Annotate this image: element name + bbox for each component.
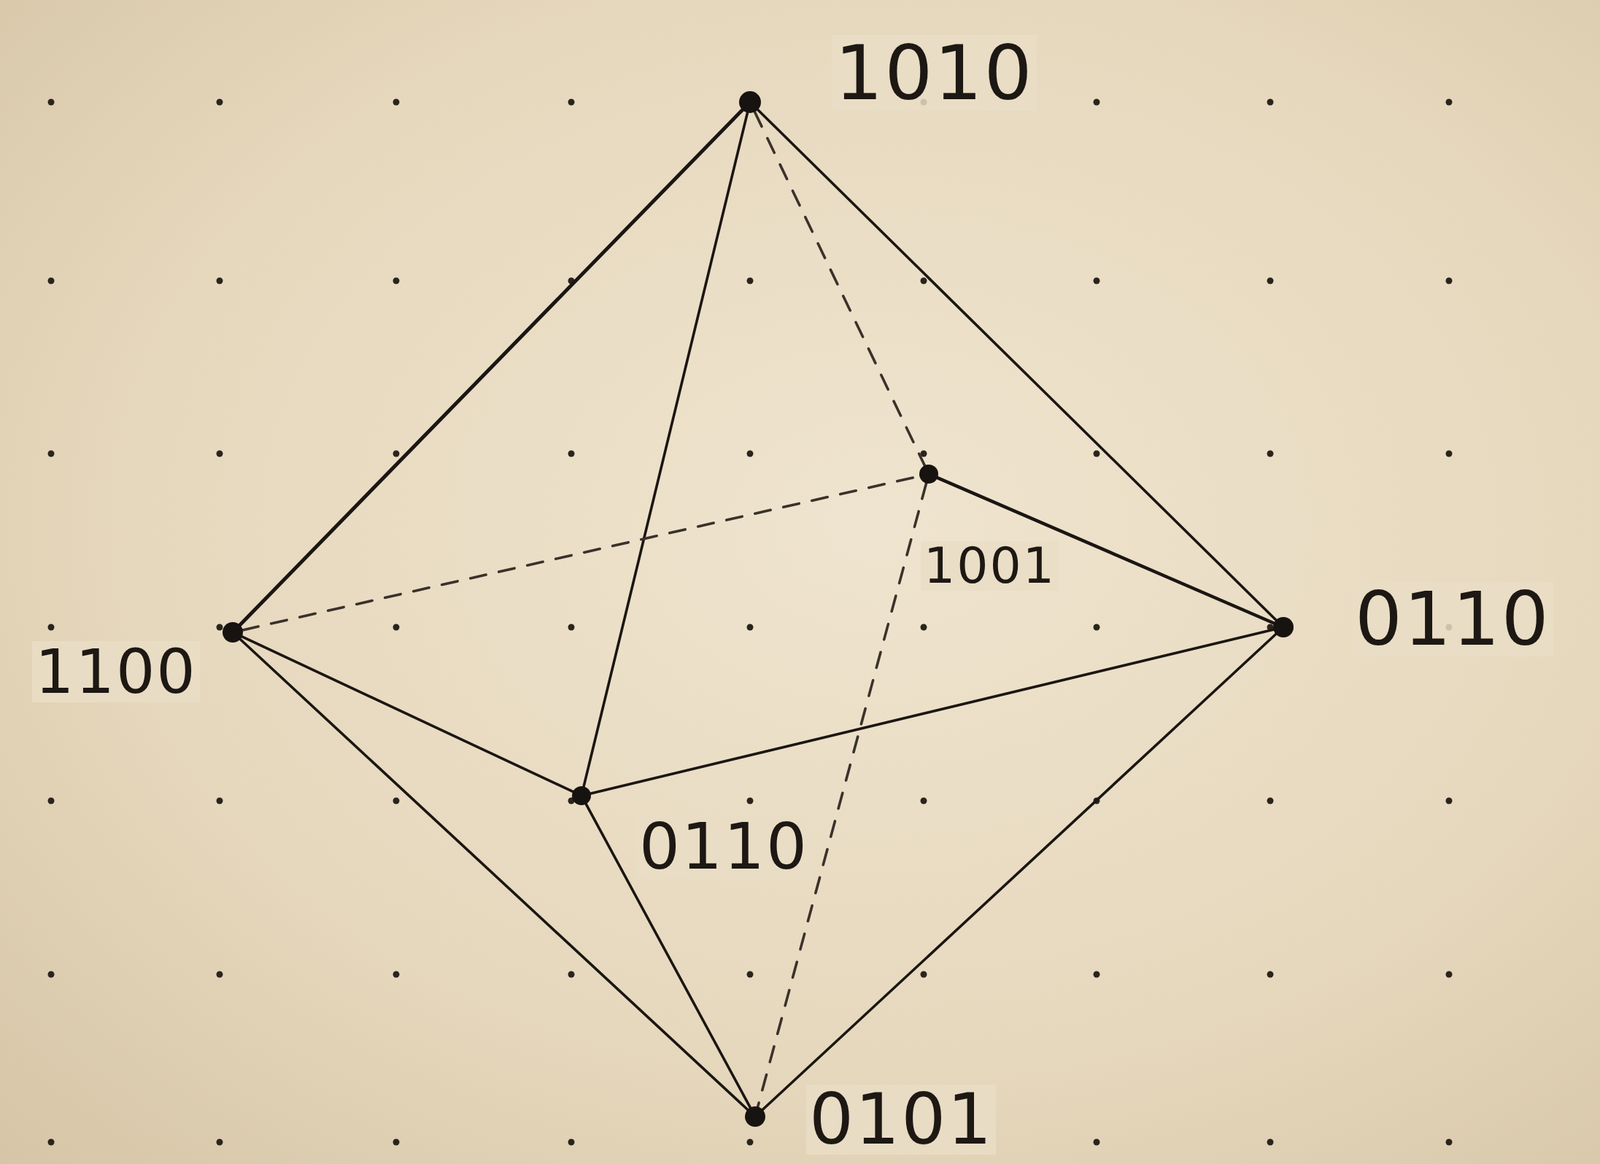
grid-dot	[920, 277, 928, 285]
grid-dot	[48, 624, 55, 632]
grid-dot	[216, 277, 224, 285]
vertex-label: 0101	[806, 1084, 996, 1155]
grid-dot	[48, 1139, 55, 1147]
grid-dot	[1267, 277, 1274, 285]
vertex-dot: 1100	[222, 622, 243, 643]
grid-dot	[1093, 277, 1101, 285]
grid-dot	[48, 99, 55, 106]
octahedron-edge	[242, 636, 574, 793]
vertex-label: 1100	[32, 641, 200, 703]
hidden-edge	[242, 476, 921, 631]
vertex-dot: 0101	[744, 1106, 766, 1128]
grid-dot	[568, 450, 575, 458]
grid-dot	[1267, 798, 1274, 805]
grid-dot	[216, 99, 224, 106]
grid-dot	[568, 1139, 575, 1147]
grid-dot	[568, 99, 575, 106]
vertex-label: 1001	[920, 541, 1059, 591]
vertex-dot: 1010	[739, 91, 761, 114]
grid-dot	[568, 624, 575, 632]
grid-dot	[1093, 99, 1101, 106]
grid-dot	[1093, 1139, 1101, 1147]
vertex-dot: 1001	[919, 464, 939, 484]
grid-dot	[216, 971, 224, 979]
grid-dot	[568, 971, 575, 979]
grid-dot	[1446, 971, 1453, 979]
grid-dot	[747, 450, 754, 458]
hidden-edge	[758, 483, 927, 1108]
grid-dot	[1267, 450, 1274, 458]
octahedron-edge	[240, 110, 743, 626]
vertex-label: 1010	[831, 35, 1037, 111]
grid-dot	[393, 277, 400, 285]
grid-dot	[1446, 277, 1453, 285]
octahedron-edge	[758, 110, 1277, 621]
octahedron-edge	[590, 629, 1274, 794]
octahedron-edge	[762, 634, 1276, 1111]
grid-dot	[920, 624, 928, 632]
grid-dot	[1446, 99, 1453, 106]
grid-dot	[1267, 99, 1274, 106]
grid-dot	[393, 1139, 400, 1147]
grid-dot	[1446, 1139, 1453, 1147]
grid-dot	[1446, 798, 1453, 805]
hidden-edge	[754, 112, 925, 467]
grid-dot	[920, 798, 928, 805]
grid-dot	[48, 277, 55, 285]
grid-dot	[393, 971, 400, 979]
grid-dot	[747, 971, 754, 979]
grid-dot	[216, 450, 224, 458]
grid-dot	[747, 624, 754, 632]
grid-dot	[48, 971, 55, 979]
grid-dot	[747, 1139, 754, 1147]
grid-dot	[747, 798, 754, 805]
grid-dot	[393, 624, 400, 632]
grid-dot	[1446, 450, 1453, 458]
grid-dot	[48, 798, 55, 805]
grid-dot	[747, 277, 754, 285]
grid-dot	[920, 971, 928, 979]
grid-dot	[216, 1139, 224, 1147]
grid-dot	[48, 450, 55, 458]
grid-dot	[1093, 624, 1101, 632]
grid-dot	[393, 798, 400, 805]
grid-dot	[393, 450, 400, 458]
grid-dot	[216, 624, 224, 632]
vertex-label: 0110	[636, 814, 812, 880]
vertex-label: 0110	[1351, 582, 1554, 657]
vertex-dot: 0110	[572, 786, 591, 806]
octahedron-edge	[583, 113, 748, 788]
grid-dot	[1267, 971, 1274, 979]
vertex-dot: 0110	[1273, 617, 1294, 638]
grid-dot	[1093, 971, 1101, 979]
grid-dot	[1093, 450, 1101, 458]
grid-dot	[393, 99, 400, 106]
grid-dot	[216, 798, 224, 805]
grid-dot	[1267, 1139, 1274, 1147]
